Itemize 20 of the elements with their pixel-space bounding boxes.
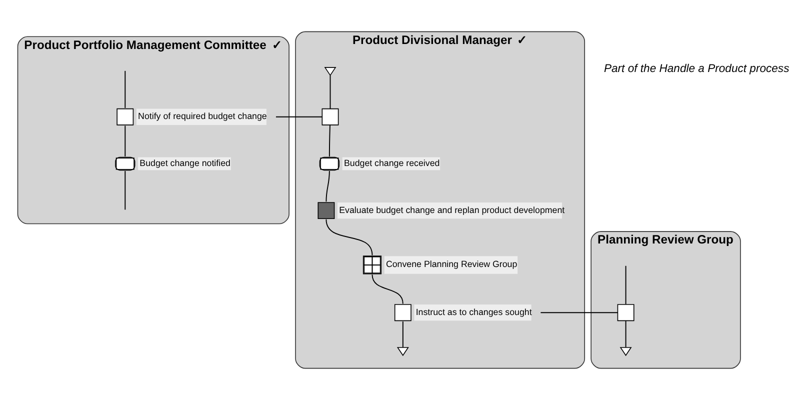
- connector: [330, 74, 331, 110]
- connector: [402, 321, 404, 348]
- cluster: Planning Review Group: [590, 231, 741, 369]
- connector: [326, 218, 373, 256]
- connector: [276, 116, 323, 118]
- node-zigzag: [396, 347, 409, 356]
- connector: [540, 312, 618, 314]
- label: Part of the Handle a Product process: [604, 63, 790, 76]
- node-label: ✓: [517, 32, 528, 47]
- node-zigzag: [324, 67, 336, 76]
- connector: [124, 70, 126, 108]
- node-zigzag: [620, 347, 632, 356]
- connector: [328, 124, 330, 157]
- connector: [625, 265, 626, 305]
- connector: [124, 170, 126, 210]
- connector: [124, 125, 126, 157]
- connector: [372, 274, 404, 304]
- connector: [326, 170, 330, 202]
- connector: [625, 320, 626, 348]
- node-label: ✓: [272, 38, 282, 52]
